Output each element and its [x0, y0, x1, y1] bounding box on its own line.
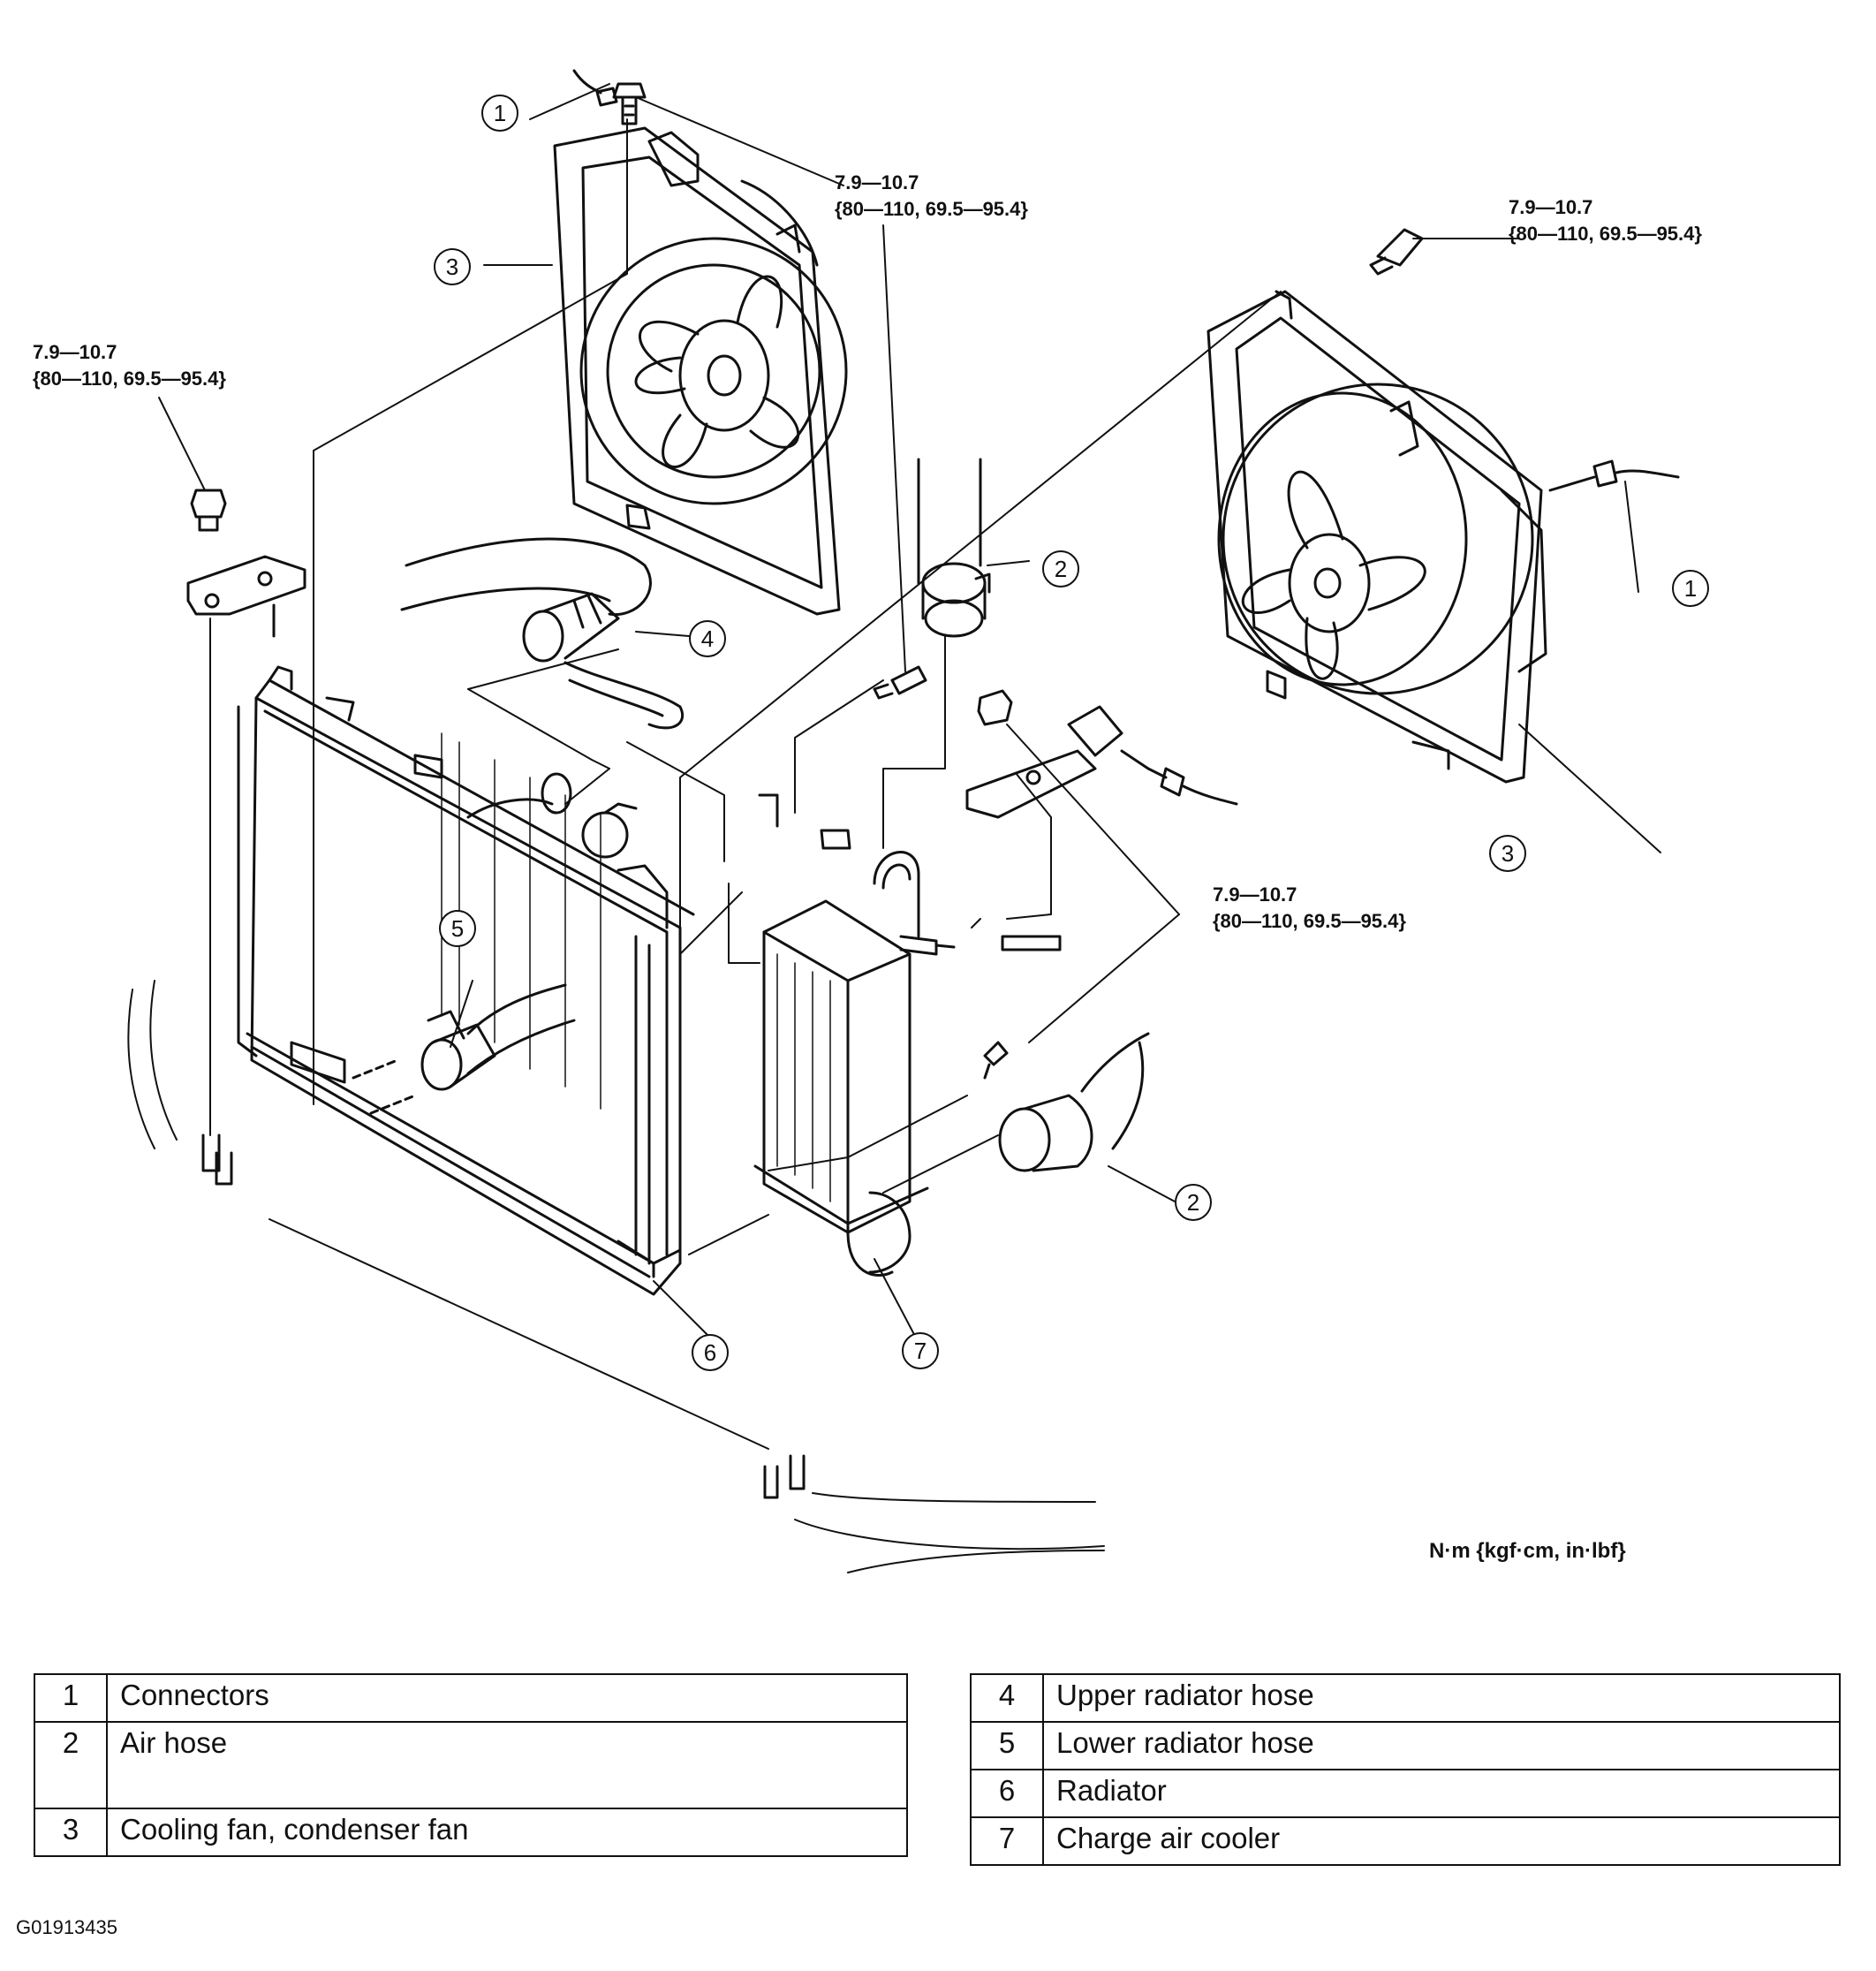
callout-5: 5	[439, 910, 476, 947]
legend-row: 6 Radiator	[970, 1769, 1841, 1818]
legend-row: 4 Upper radiator hose	[970, 1673, 1841, 1723]
cooling-fan-shroud-left	[553, 126, 848, 616]
exploded-diagram	[127, 69, 1680, 1573]
mount-bracket-left	[186, 489, 306, 638]
legend-label: Cooling fan, condenser fan	[106, 1808, 908, 1857]
condenser-fan-shroud-right	[1207, 290, 1547, 784]
callout-2-upper: 2	[1042, 550, 1079, 588]
sensor-bracket	[965, 689, 1238, 819]
mount-posts	[201, 1133, 806, 1499]
air-hose-lower	[983, 1032, 1150, 1172]
callout-4: 4	[689, 620, 726, 657]
bolt-mid	[873, 665, 927, 700]
torque-spec: 7.9—10.7{80—110, 69.5—95.4}	[33, 341, 226, 390]
callout-1-right: 1	[1672, 570, 1709, 607]
callout-3-left: 3	[434, 248, 471, 285]
air-hose-upper	[917, 458, 991, 638]
legend-label: Charge air cooler	[1042, 1816, 1841, 1866]
callout-1-top: 1	[481, 95, 518, 132]
legend-label: Lower radiator hose	[1042, 1721, 1841, 1770]
torque-spec: 7.9—10.7{80—110, 69.5—95.4}	[835, 171, 1028, 220]
legend-number: 4	[970, 1673, 1044, 1723]
legend-label: Upper radiator hose	[1042, 1673, 1841, 1723]
torque-spec: 7.9—10.7{80—110, 69.5—95.4}	[1509, 196, 1702, 245]
legend-number: 7	[970, 1816, 1044, 1866]
vehicle-body-outline	[127, 980, 1105, 1573]
leader-lines	[158, 83, 1661, 1344]
legend-row: 7 Charge air cooler	[970, 1816, 1841, 1866]
lower-radiator-hose	[352, 983, 576, 1115]
legend-number: 1	[34, 1673, 108, 1723]
legend-label: Connectors	[106, 1673, 908, 1723]
legend-row: 3 Cooling fan, condenser fan	[34, 1808, 908, 1857]
figure-code: G01913435	[16, 1916, 117, 1938]
upper-radiator-hose	[400, 537, 684, 730]
legend-number: 3	[34, 1808, 108, 1857]
legend-label: Radiator	[1042, 1769, 1841, 1818]
bolt-left-fan	[612, 82, 647, 125]
legend-table-right: 4 Upper radiator hose 5 Lower radiator h…	[970, 1673, 1841, 1866]
radiator	[237, 665, 695, 1296]
torque-spec: 7.9—10.7{80—110, 69.5—95.4}	[1213, 883, 1406, 932]
legend-row: 1 Connectors	[34, 1673, 908, 1723]
legend-number: 6	[970, 1769, 1044, 1818]
bolt-right-fan	[1369, 228, 1424, 276]
connector-top	[572, 69, 618, 107]
legend-table-left: 1 Connectors 2 Air hose 3 Cooling fan, c…	[34, 1673, 908, 1857]
legend-row: 2 Air hose	[34, 1721, 908, 1809]
legend-number: 2	[34, 1721, 108, 1809]
legend-row: 5 Lower radiator hose	[970, 1721, 1841, 1770]
charge-air-cooler	[753, 793, 1062, 1277]
callout-2-lower: 2	[1175, 1184, 1212, 1221]
legend-label: Air hose	[106, 1721, 908, 1809]
callout-3-right: 3	[1489, 835, 1526, 872]
callout-6: 6	[692, 1334, 729, 1371]
legend-number: 5	[970, 1721, 1044, 1770]
callout-7: 7	[902, 1332, 939, 1369]
torque-units-note: N·m {kgf·cm, in·lbf}	[1429, 1539, 1626, 1563]
connector-right	[1548, 459, 1680, 492]
